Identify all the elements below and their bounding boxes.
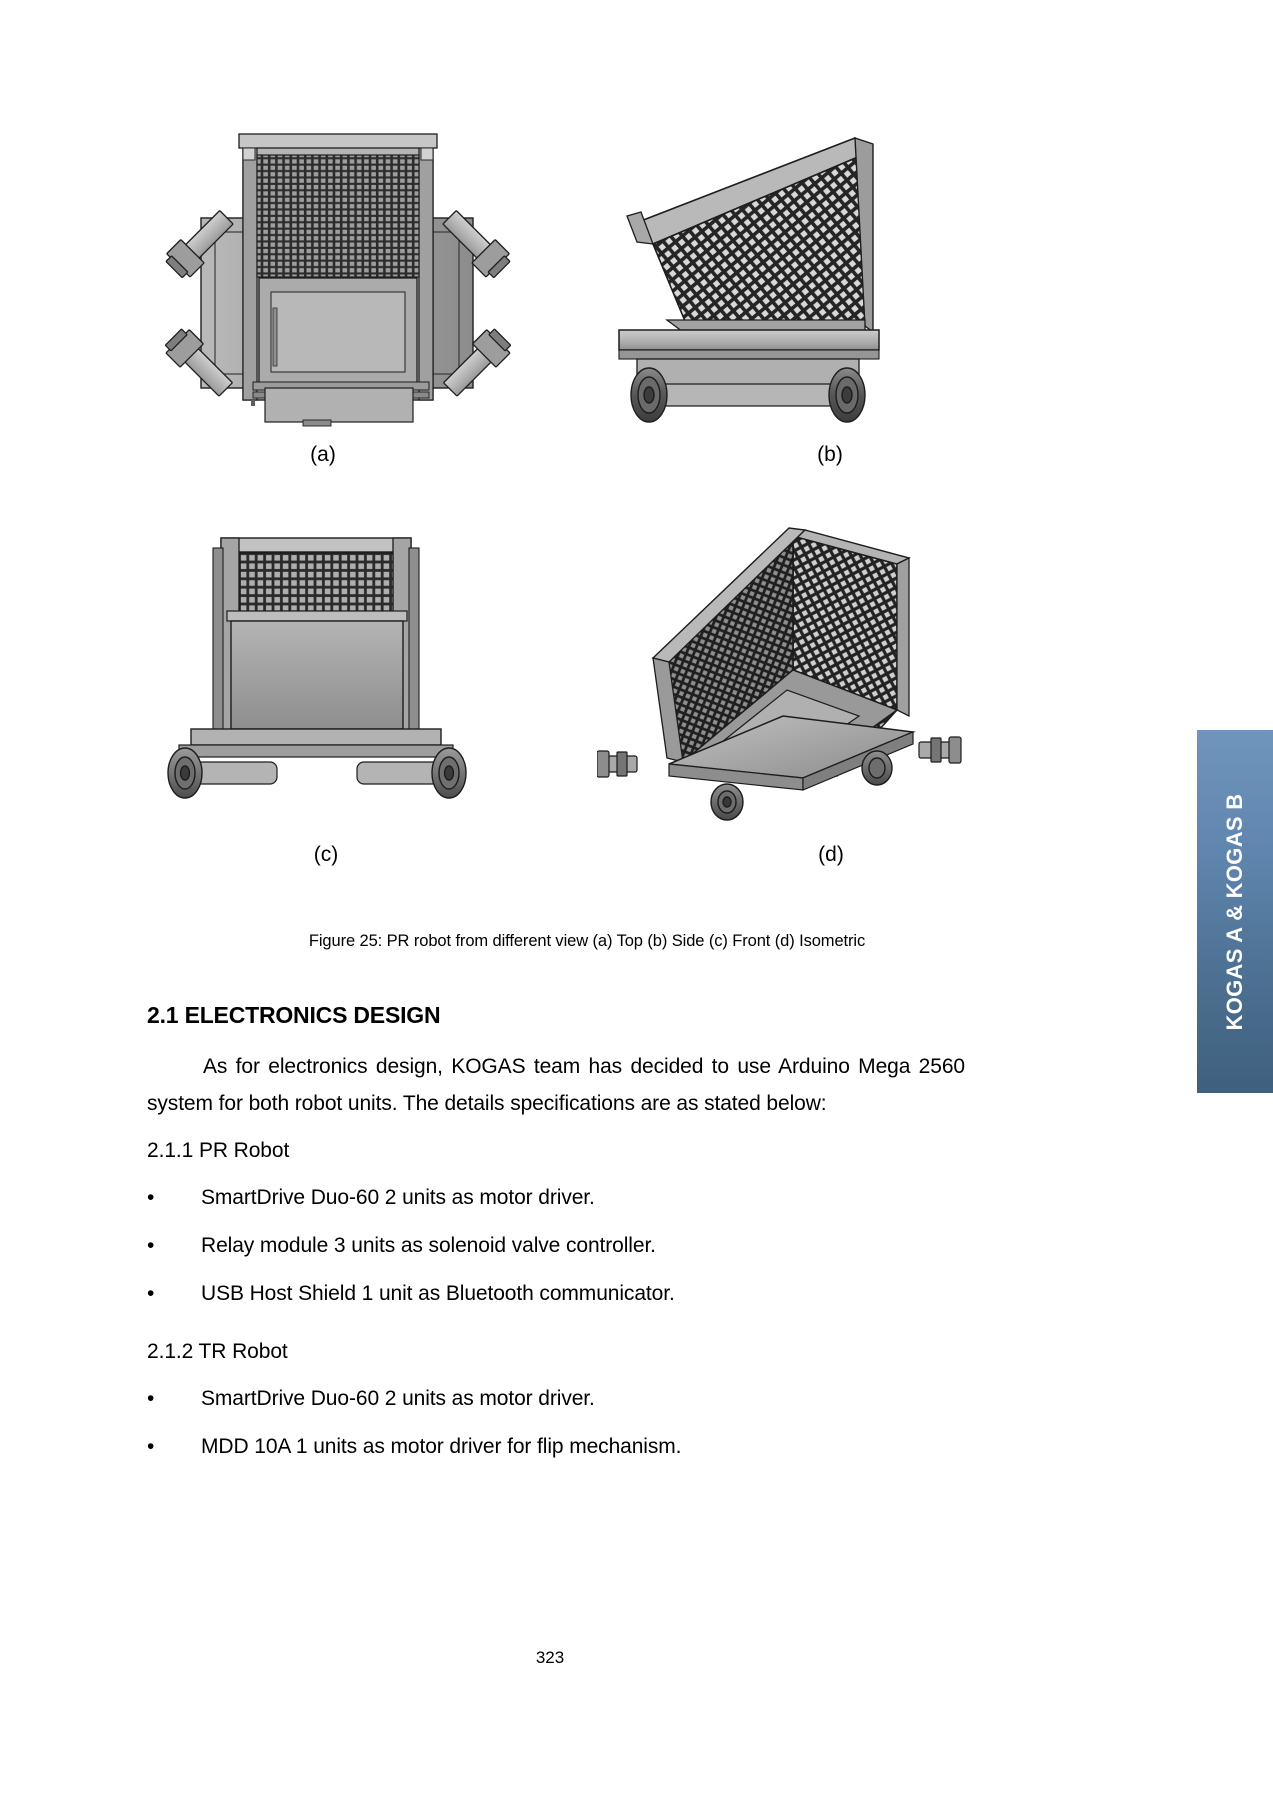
list-item: • SmartDrive Duo-60 2 units as motor dri… (147, 1380, 965, 1417)
figure-panel-b: (b) (597, 120, 1037, 490)
side-tab-kogas: KOGAS A & KOGAS B (1197, 730, 1273, 1093)
robot-top-view-render (147, 120, 587, 440)
bullet-marker-icon: • (147, 1186, 155, 1209)
list-item-text: MDD 10A 1 units as motor driver for flip… (201, 1435, 682, 1458)
robot-side-view-render (597, 120, 1037, 440)
subsection-heading-212: 2.1.2 TR Robot (147, 1340, 288, 1363)
bullet-marker-icon: • (147, 1387, 155, 1410)
list-item: • USB Host Shield 1 unit as Bluetooth co… (147, 1275, 965, 1312)
list-item-text: USB Host Shield 1 unit as Bluetooth comm… (201, 1282, 675, 1305)
figure-panel-label-b: (b) (817, 443, 843, 466)
list-item: • Relay module 3 units as solenoid valve… (147, 1227, 965, 1264)
bullet-marker-icon: • (147, 1282, 155, 1305)
list-item-text: SmartDrive Duo-60 2 units as motor drive… (201, 1387, 595, 1410)
figure-panel-d: (d) (597, 520, 1037, 890)
figure-caption: Figure 25: PR robot from different view … (308, 932, 866, 950)
bullet-list-tr-robot: • SmartDrive Duo-60 2 units as motor dri… (147, 1380, 965, 1465)
figure-panel-label-a: (a) (310, 443, 336, 466)
figure-25-panels: (a) (147, 120, 1047, 910)
list-item: • SmartDrive Duo-60 2 units as motor dri… (147, 1179, 965, 1216)
side-tab-label: KOGAS A & KOGAS B (1222, 793, 1247, 1030)
figure-panel-c: (c) (147, 520, 587, 890)
section-heading: 2.1 ELECTRONICS DESIGN (147, 1002, 441, 1028)
figure-panel-label-d: (d) (818, 843, 844, 866)
robot-isometric-view-render (597, 520, 1037, 840)
body-content: 2.1 ELECTRONICS DESIGN As for electronic… (147, 1000, 965, 1476)
figure-panel-label-c: (c) (313, 843, 339, 866)
bullet-marker-icon: • (147, 1234, 155, 1257)
list-item-text: SmartDrive Duo-60 2 units as motor drive… (201, 1186, 595, 1209)
subsection-heading-211: 2.1.1 PR Robot (147, 1139, 290, 1162)
robot-front-view-render (147, 520, 587, 840)
page-number: 323 (535, 1648, 565, 1667)
figure-panel-a: (a) (147, 120, 587, 490)
bullet-list-pr-robot: • SmartDrive Duo-60 2 units as motor dri… (147, 1179, 965, 1312)
list-item: • MDD 10A 1 units as motor driver for fl… (147, 1428, 965, 1465)
bullet-marker-icon: • (147, 1435, 155, 1458)
list-item-text: Relay module 3 units as solenoid valve c… (201, 1234, 656, 1257)
intro-paragraph: As for electronics design, KOGAS team ha… (147, 1055, 965, 1115)
